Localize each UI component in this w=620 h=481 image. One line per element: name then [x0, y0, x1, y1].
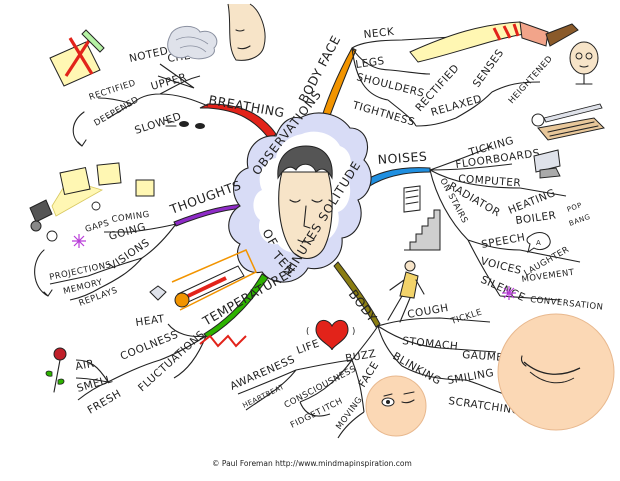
floorboard-icon	[537, 117, 606, 141]
fresh-label: FRESH	[86, 388, 124, 417]
awareness-label: AWARENESS	[228, 353, 297, 392]
stomach-label: STOMACH	[402, 335, 459, 353]
speech-label: SPEECH	[480, 231, 526, 251]
thoughts-sub-lines	[49, 223, 177, 301]
tightness-label: TIGHTNESS	[350, 99, 416, 129]
smiling-mouth-icon	[497, 313, 615, 431]
sparkle-icon	[72, 234, 86, 248]
slowed-label: SLOWED	[133, 110, 183, 136]
branch-thoughts	[173, 203, 251, 227]
speech-bubble-icon: A	[526, 232, 551, 254]
noted-label: NOTED	[128, 45, 169, 65]
noises-label: NOISES	[377, 149, 428, 167]
thermometer-icon	[171, 249, 257, 311]
legs-label: LEGS	[355, 55, 386, 71]
conversation-label: CONVERSATION	[530, 295, 604, 313]
air-label: AIR	[74, 358, 95, 373]
crossed-pencil-icon	[49, 29, 105, 87]
neck-label: NECK	[363, 26, 395, 41]
bang-label: BANG	[568, 213, 592, 228]
diamond-icon	[149, 285, 167, 301]
smell-label: SMELL	[76, 373, 114, 395]
svg-text:A: A	[536, 239, 541, 247]
boiler-label: BOILER	[515, 209, 557, 227]
body-sub-lines	[351, 317, 517, 399]
bald-man-icon	[569, 41, 599, 85]
senses-label: SENSES	[471, 47, 507, 90]
temperature-sub-lines	[75, 323, 207, 401]
wavy-line-icon	[199, 334, 247, 348]
walking-man-icon	[387, 260, 425, 323]
smiling-label: SMILING	[446, 367, 495, 387]
branch-temperature	[203, 273, 269, 339]
fidget-label: FIDGET	[289, 407, 324, 431]
breathing-sub-lines	[97, 63, 209, 119]
branch-body	[333, 261, 381, 328]
loop-arrow-icon	[34, 249, 53, 297]
heightened-label: HEIGHTENED	[507, 54, 555, 106]
tickle-label: TICKLE	[449, 307, 484, 327]
noises-sub-lines	[429, 145, 581, 301]
life-label: LIFE	[295, 337, 321, 356]
radiator-icon	[403, 185, 421, 213]
heart-icon: ( )	[306, 320, 356, 351]
computer-label: COMPUTER	[458, 173, 522, 189]
svg-text:(: (	[306, 327, 310, 337]
rose-icon	[45, 347, 67, 393]
life-sub-lines	[237, 359, 365, 439]
legs-icon	[409, 21, 579, 63]
thought-bubble-icon	[46, 201, 101, 242]
nostrils-icon	[163, 119, 205, 129]
body-label: BODY	[346, 287, 380, 325]
computer-icon	[533, 149, 561, 179]
hush-icon	[502, 286, 516, 300]
projector-icon	[29, 162, 155, 232]
svg-text:): )	[352, 327, 356, 337]
winking-face-icon	[365, 375, 427, 437]
shoulders-label: SHOULDERS	[355, 71, 425, 99]
branch-body-face	[317, 47, 357, 133]
breath-cloud-icon	[167, 26, 218, 60]
profile-face-icon	[227, 3, 266, 61]
projections-label: PROJECTIONS	[49, 260, 113, 283]
stairs-icon	[404, 209, 441, 251]
itch-label: ITCH	[321, 396, 345, 414]
silence-label: SILENCE	[479, 274, 527, 304]
curved-arrow-icon	[72, 111, 87, 147]
clock-icon	[531, 103, 603, 127]
heat-label: HEAT	[135, 313, 166, 329]
central-face-icon	[277, 145, 333, 260]
pop-label: POP	[566, 201, 583, 214]
credit-text: © Paul Foreman http://www.mindmapinspira…	[212, 459, 412, 468]
